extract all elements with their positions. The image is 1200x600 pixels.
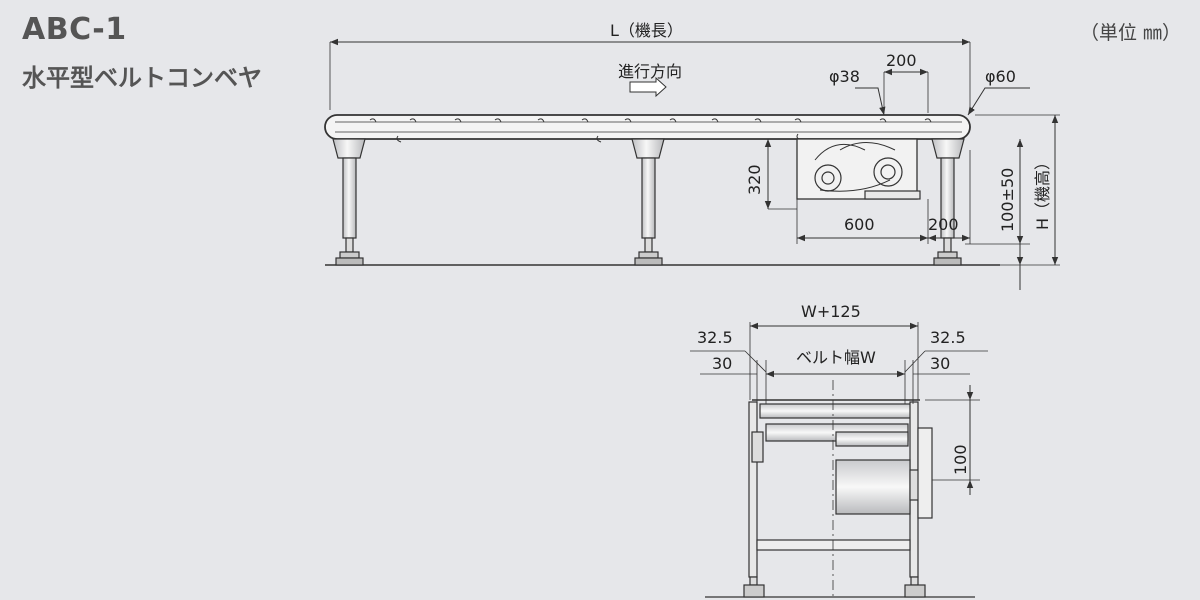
drive-height-320: 320 [745,164,764,195]
carrier-roller [759,403,916,419]
front-view [690,322,988,598]
pitch-200-label: 200 [886,51,917,70]
direction-label: 進行方向 [618,62,682,81]
drive-motor [835,459,911,515]
frame-width-right: 30 [930,354,950,373]
length-label: L（機長） [610,21,683,40]
drive-depth-100: 100 [951,444,970,475]
adjust-range-label: 100±50 [998,168,1017,232]
drive-offset-200: 200 [928,215,959,234]
leg-right [931,138,965,266]
roller-large-diameter: φ60 [985,67,1016,86]
belt-width-label: ベルト幅W [796,348,876,367]
frame-width-left: 30 [712,354,732,373]
leg-left [332,138,366,266]
motor-cover [917,427,933,519]
side-view [324,38,1060,290]
overall-width-label: W+125 [801,302,861,321]
drive-unit [796,138,921,200]
side-clearance-left: 32.5 [697,328,733,347]
machine-height-label: H（機高） [1033,154,1052,230]
side-clearance-right: 32.5 [930,328,966,347]
leg-middle [631,138,665,266]
model-title: ABC-1 [22,12,127,47]
product-subtitle: 水平型ベルトコンベヤ [22,64,262,92]
conveyor-frame [324,114,971,140]
frame-left-side [748,401,758,578]
direction-arrow-icon [629,76,667,98]
roller-small-diameter: φ38 [829,67,860,86]
drive-length-600: 600 [844,215,875,234]
cross-member [756,539,911,551]
unit-note: （単位 ㎜） [1080,22,1182,44]
